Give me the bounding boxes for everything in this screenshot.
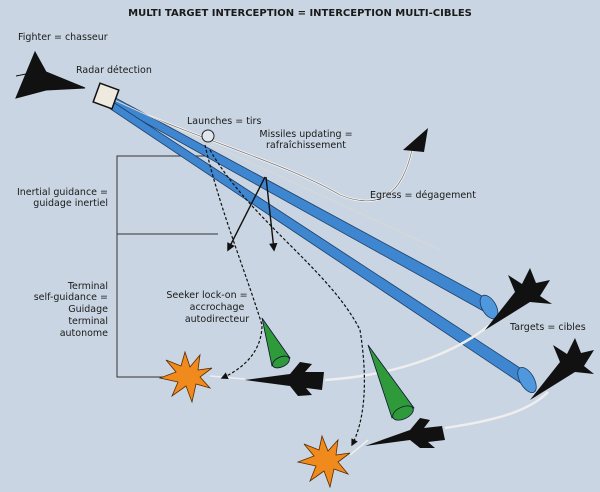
seeker-label-2: accrochage [190,302,245,313]
target-trail-2 [444,391,549,430]
terminal-label-4: terminal [68,316,108,327]
seeker-cone-1 [261,317,291,369]
explosion-icon [158,350,213,404]
egress-plane-icon [403,128,428,152]
explosion-icon [296,434,351,489]
diagram-title: MULTI TARGET INTERCEPTION = INTERCEPTION… [128,8,472,19]
egress-label: Egress = dégagement [370,190,476,201]
launch-point-icon [201,129,215,143]
radar-icon [92,82,120,110]
fighter-jet-icon [15,50,86,99]
target-plane-icon [485,268,552,330]
seeker-label-1: Seeker lock-on = [166,290,247,301]
terminal-label-3: Guidage [68,304,108,315]
update-arrows [227,176,278,252]
inertial-label-2: guidage inertiel [33,198,108,209]
phase-bracket [116,155,218,378]
updating-label-2: rafraîchissement [266,140,346,151]
target-plane-icon [365,418,445,448]
target-plane-icon [245,362,324,396]
radar-label: Radar détection [76,65,152,76]
terminal-label-5: autonome [60,328,108,339]
launches-label: Launches = tirs [187,116,261,127]
terminal-label-2: self-guidance = [34,292,108,303]
beam-line [109,97,441,251]
missile-path-1 [204,144,263,380]
target-plane-icon [530,338,594,400]
inertial-label-1: Inertial guidance = [17,187,108,198]
missile-path-2 [209,149,366,447]
seeker-cone-2 [367,344,415,421]
seeker-label-3: autodirecteur [185,314,249,325]
targets-label: Targets = cibles [509,322,586,333]
fighter-label: Fighter = chasseur [18,32,108,43]
updating-label-1: Missiles updating = [259,129,352,140]
terminal-label-1: Terminal [67,281,108,292]
